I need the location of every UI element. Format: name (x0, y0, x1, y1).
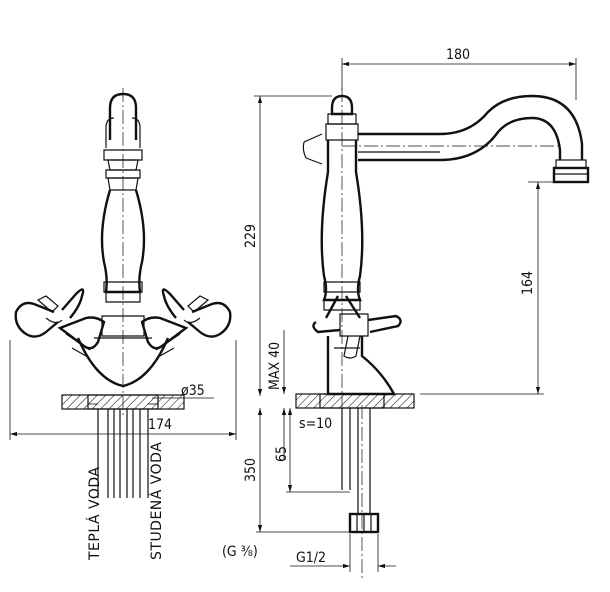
dim-height-229: 229 (243, 95, 332, 396)
dim-width-180: 180 (341, 47, 577, 100)
dim-174-label: 174 (148, 417, 172, 433)
side-view: 180 229 MAX 40 s=10 65 350 (222, 47, 590, 580)
dim-350-label: 350 (243, 458, 259, 482)
supply-shank (341, 408, 380, 534)
hot-handle (14, 288, 106, 357)
front-base-dome (76, 337, 170, 388)
dim-max-40: MAX 40 (267, 330, 287, 460)
dim-35-label: ø35 (181, 383, 205, 399)
dim-len-350: 350 (243, 408, 350, 533)
dim-164-label: 164 (520, 271, 536, 295)
dim-thread-g12: G1/2 (290, 534, 396, 572)
side-lower-body (326, 336, 397, 396)
dim-len-65: 65 (274, 408, 350, 493)
side-counter-plate (295, 393, 415, 409)
hot-water-label: TEPLÁ VODA (86, 467, 103, 561)
spout (302, 94, 590, 184)
cold-handle (140, 288, 232, 357)
dim-s10-label: s=10 (299, 416, 332, 432)
thread-g38-label: (G ⅜) (222, 544, 258, 560)
dim-180-label: 180 (446, 47, 470, 63)
dim-height-164: 164 (420, 181, 556, 395)
front-counter-plate (61, 394, 185, 410)
front-view: ø35 174 TEPLÁ VODA STUDENÁ VODA (9, 88, 237, 561)
dim-229-label: 229 (243, 224, 259, 248)
front-top-knob (103, 92, 143, 191)
side-top-knob (325, 94, 359, 141)
dim-65-label: 65 (274, 446, 290, 462)
dim-max40-label: MAX 40 (267, 342, 283, 390)
supply-tubes (97, 409, 149, 498)
dim-width-174: 174 (9, 340, 237, 440)
side-handle (312, 295, 402, 359)
thread-g12-label: G1/2 (296, 550, 326, 566)
dim-diameter-35: ø35 (88, 383, 214, 405)
cold-water-label: STUDENÁ VODA (148, 442, 165, 560)
